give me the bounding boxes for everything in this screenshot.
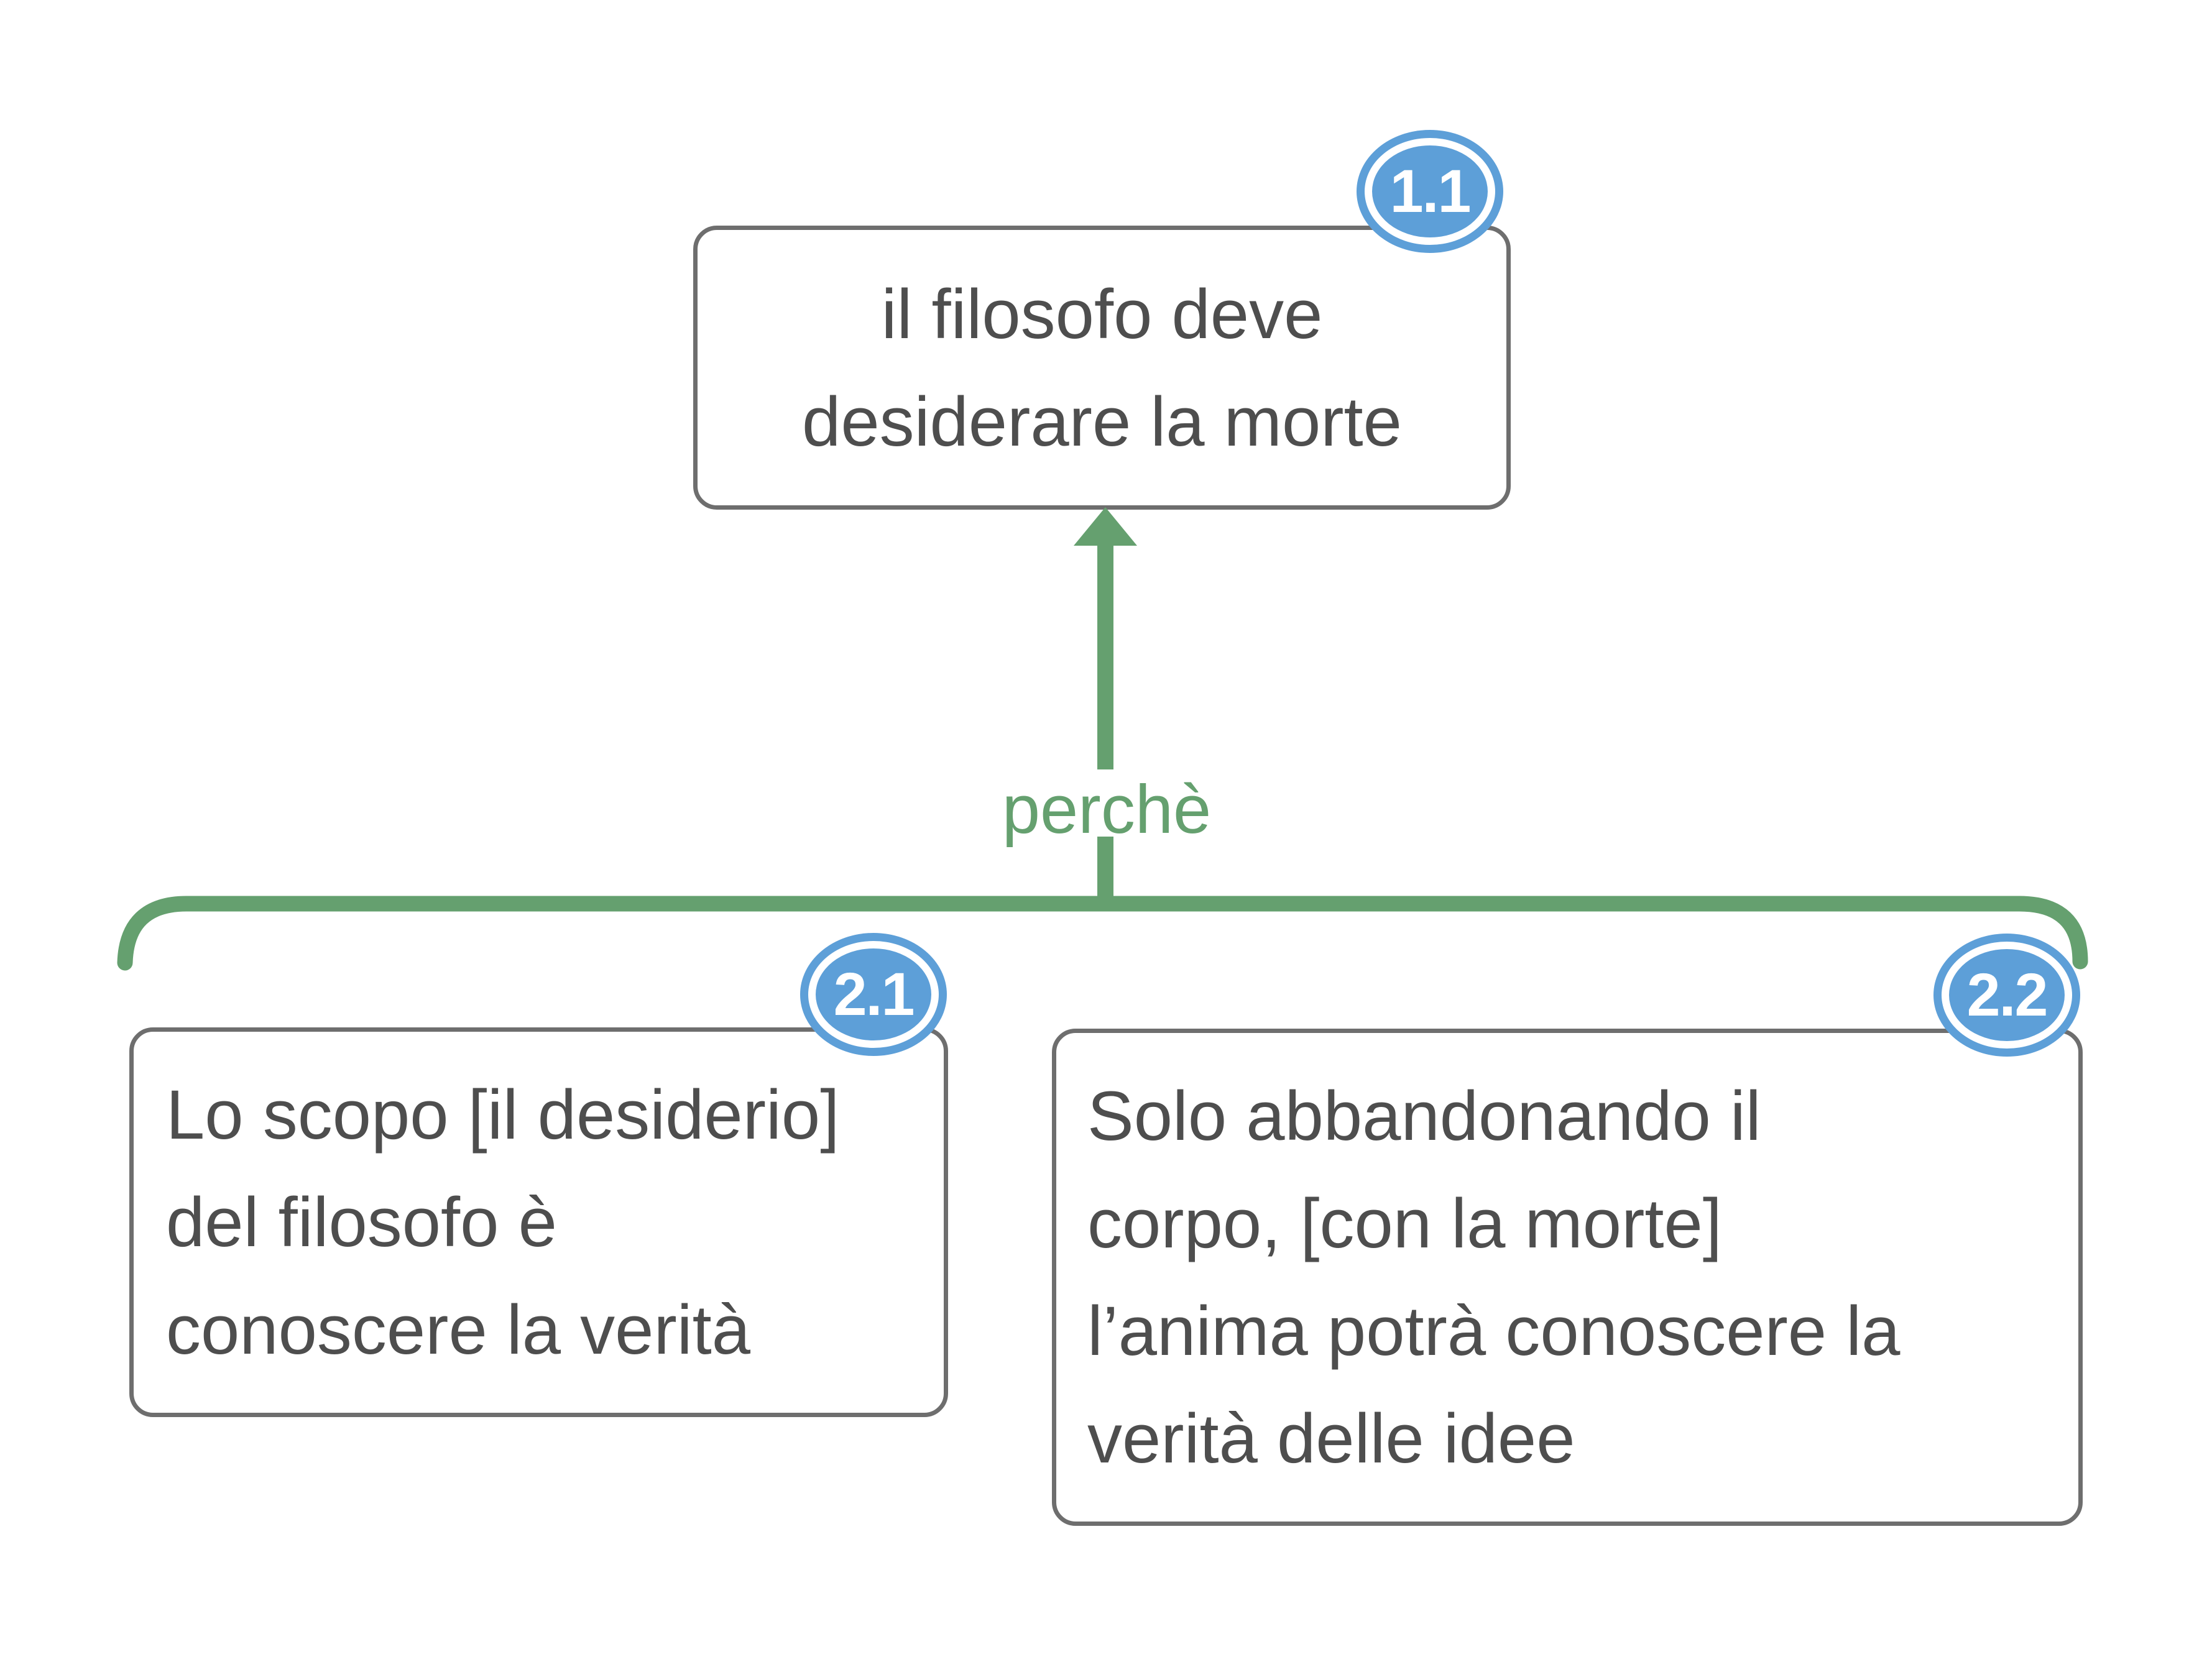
arrow-shaft-upper [1097, 543, 1113, 769]
badge-2-2: 2.2 [1933, 934, 2080, 1057]
premise-right-text: Solo abbandonando il corpo, [con la mort… [1087, 1077, 1901, 1477]
badge-2-2-label: 2.2 [1966, 961, 2048, 1029]
badge-2-1: 2.1 [800, 933, 947, 1056]
premise-box-2-2[interactable]: Solo abbandonando il corpo, [con la mort… [1052, 1029, 2083, 1526]
claim-box-1-1[interactable]: il filosofo deve desiderare la morte [693, 226, 1511, 510]
premise-left-text: Lo scopo [il desiderio] del filosofo è c… [166, 1076, 840, 1369]
arrowhead-up-icon [1074, 507, 1137, 546]
badge-1-1-label: 1.1 [1389, 157, 1472, 225]
premise-box-2-1[interactable]: Lo scopo [il desiderio] del filosofo è c… [129, 1027, 948, 1417]
connector-label: perchè [1002, 771, 1212, 848]
bracket-curve [117, 896, 2088, 971]
badge-2-1-label: 2.1 [833, 960, 915, 1028]
badge-1-1: 1.1 [1357, 130, 1503, 253]
claim-text: il filosofo deve desiderare la morte [802, 275, 1402, 461]
